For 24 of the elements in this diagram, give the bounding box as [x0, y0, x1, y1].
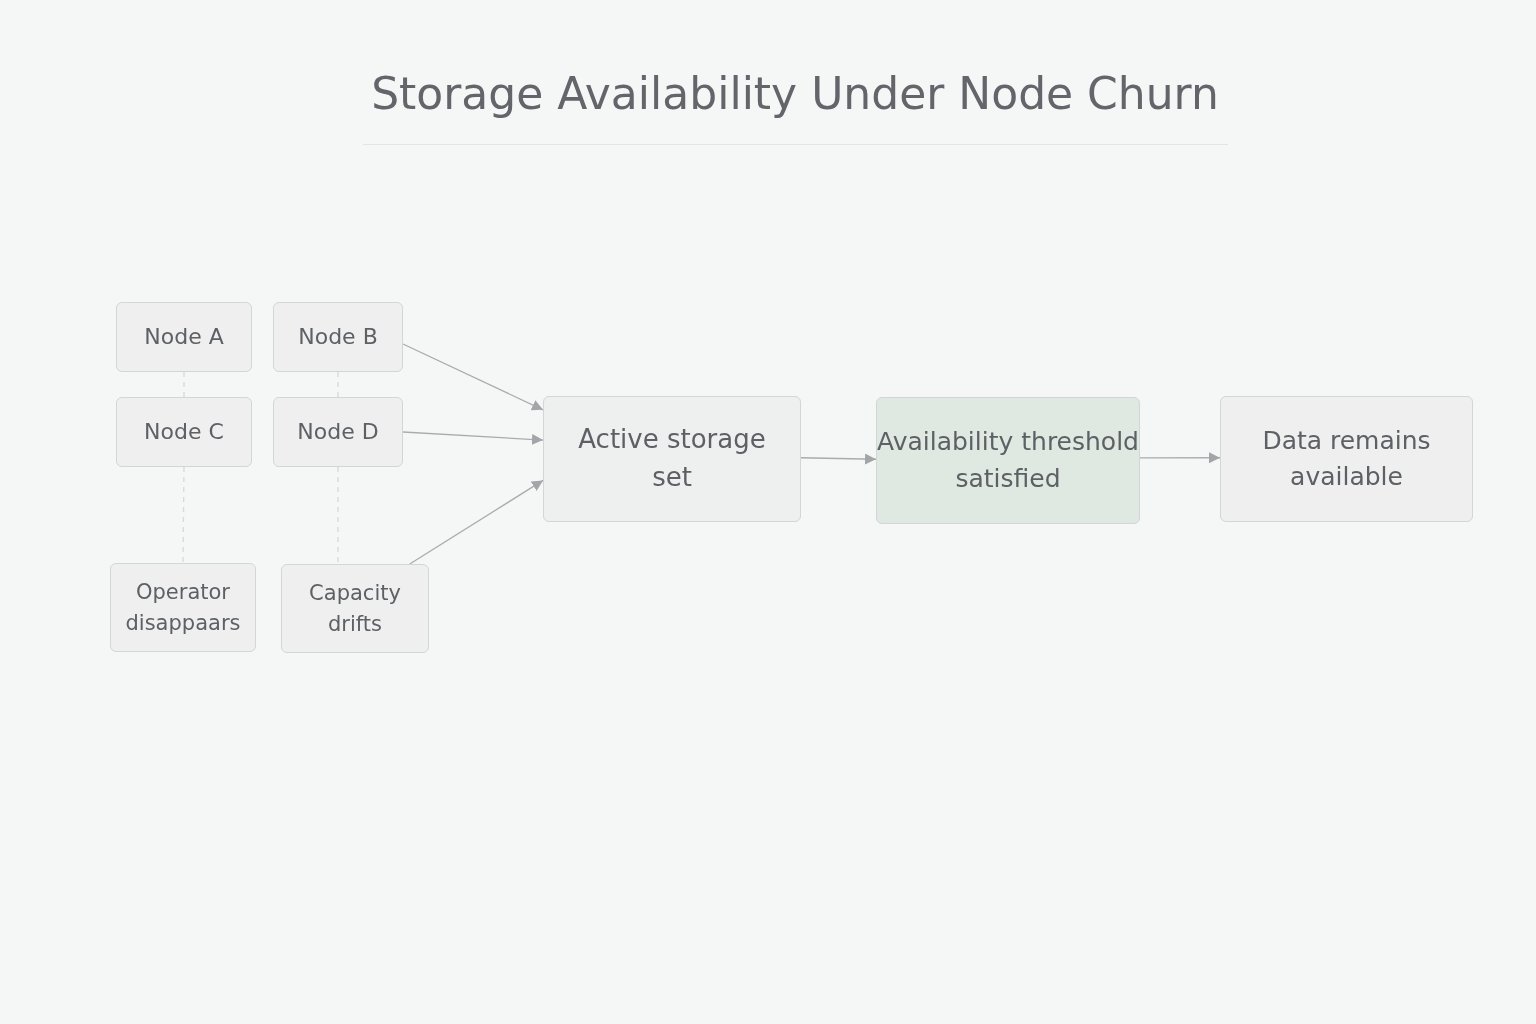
arrow	[1139, 452, 1221, 464]
box-label: Node C	[144, 418, 224, 447]
process-box	[110, 563, 256, 652]
process-box	[543, 396, 801, 522]
diagram-title: Storage Availability Under Node Churn	[370, 68, 1220, 119]
box-label: Node B	[298, 323, 378, 352]
process-box	[273, 397, 403, 467]
process-box	[273, 302, 403, 372]
box-label: Capacity drifts	[308, 580, 402, 638]
box-label: Active storage set	[577, 423, 767, 494]
arrow	[402, 343, 544, 411]
arrow	[402, 431, 544, 445]
box-label: Availability threshold satisfied	[877, 426, 1139, 495]
process-box	[1220, 396, 1473, 522]
process-box	[281, 564, 429, 653]
box-label: Node A	[144, 323, 224, 352]
process-box	[876, 397, 1140, 524]
arrow	[409, 479, 544, 565]
process-box	[116, 302, 252, 372]
box-label: Node D	[297, 418, 379, 447]
box-label: Operator disappaars	[124, 579, 242, 637]
box-label: Data remains available	[1261, 424, 1432, 493]
arrow	[800, 453, 877, 465]
process-box	[116, 397, 252, 467]
